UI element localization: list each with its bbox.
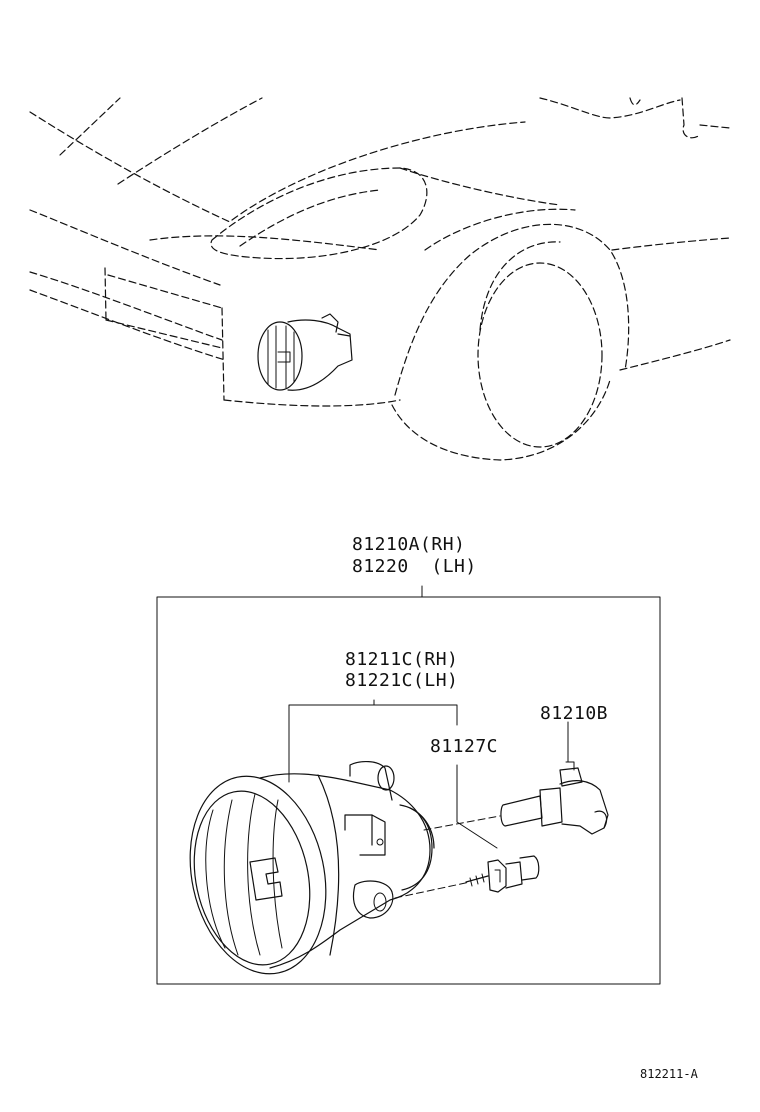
assembly-part-lh-label: 81220 (LH) [352, 556, 477, 577]
exploded-view-frame [156, 596, 661, 985]
housing-part-rh-label: 81211C(RH) [345, 649, 459, 670]
housing-part-lh-label: 81221C(LH) [345, 670, 459, 691]
car-front-outline-illustration [29, 97, 731, 461]
assembly-part-rh-label: 81210A(RH) [352, 534, 466, 555]
socket-part-label: 81127C [430, 736, 499, 757]
car-fog-lamp-icon [257, 313, 353, 391]
bulb-icon [500, 761, 609, 835]
bulb-part-label: 81210B [540, 703, 609, 724]
screw-assembly-dash [394, 881, 471, 899]
figure-id-label: 812211-A [640, 1067, 698, 1081]
socket-leader-line [456, 764, 498, 849]
housing-bracket-line [288, 704, 458, 783]
screw-icon [465, 855, 540, 893]
bulb-assembly-dash [423, 815, 501, 831]
fog-lamp-exploded-illustration [189, 761, 435, 975]
